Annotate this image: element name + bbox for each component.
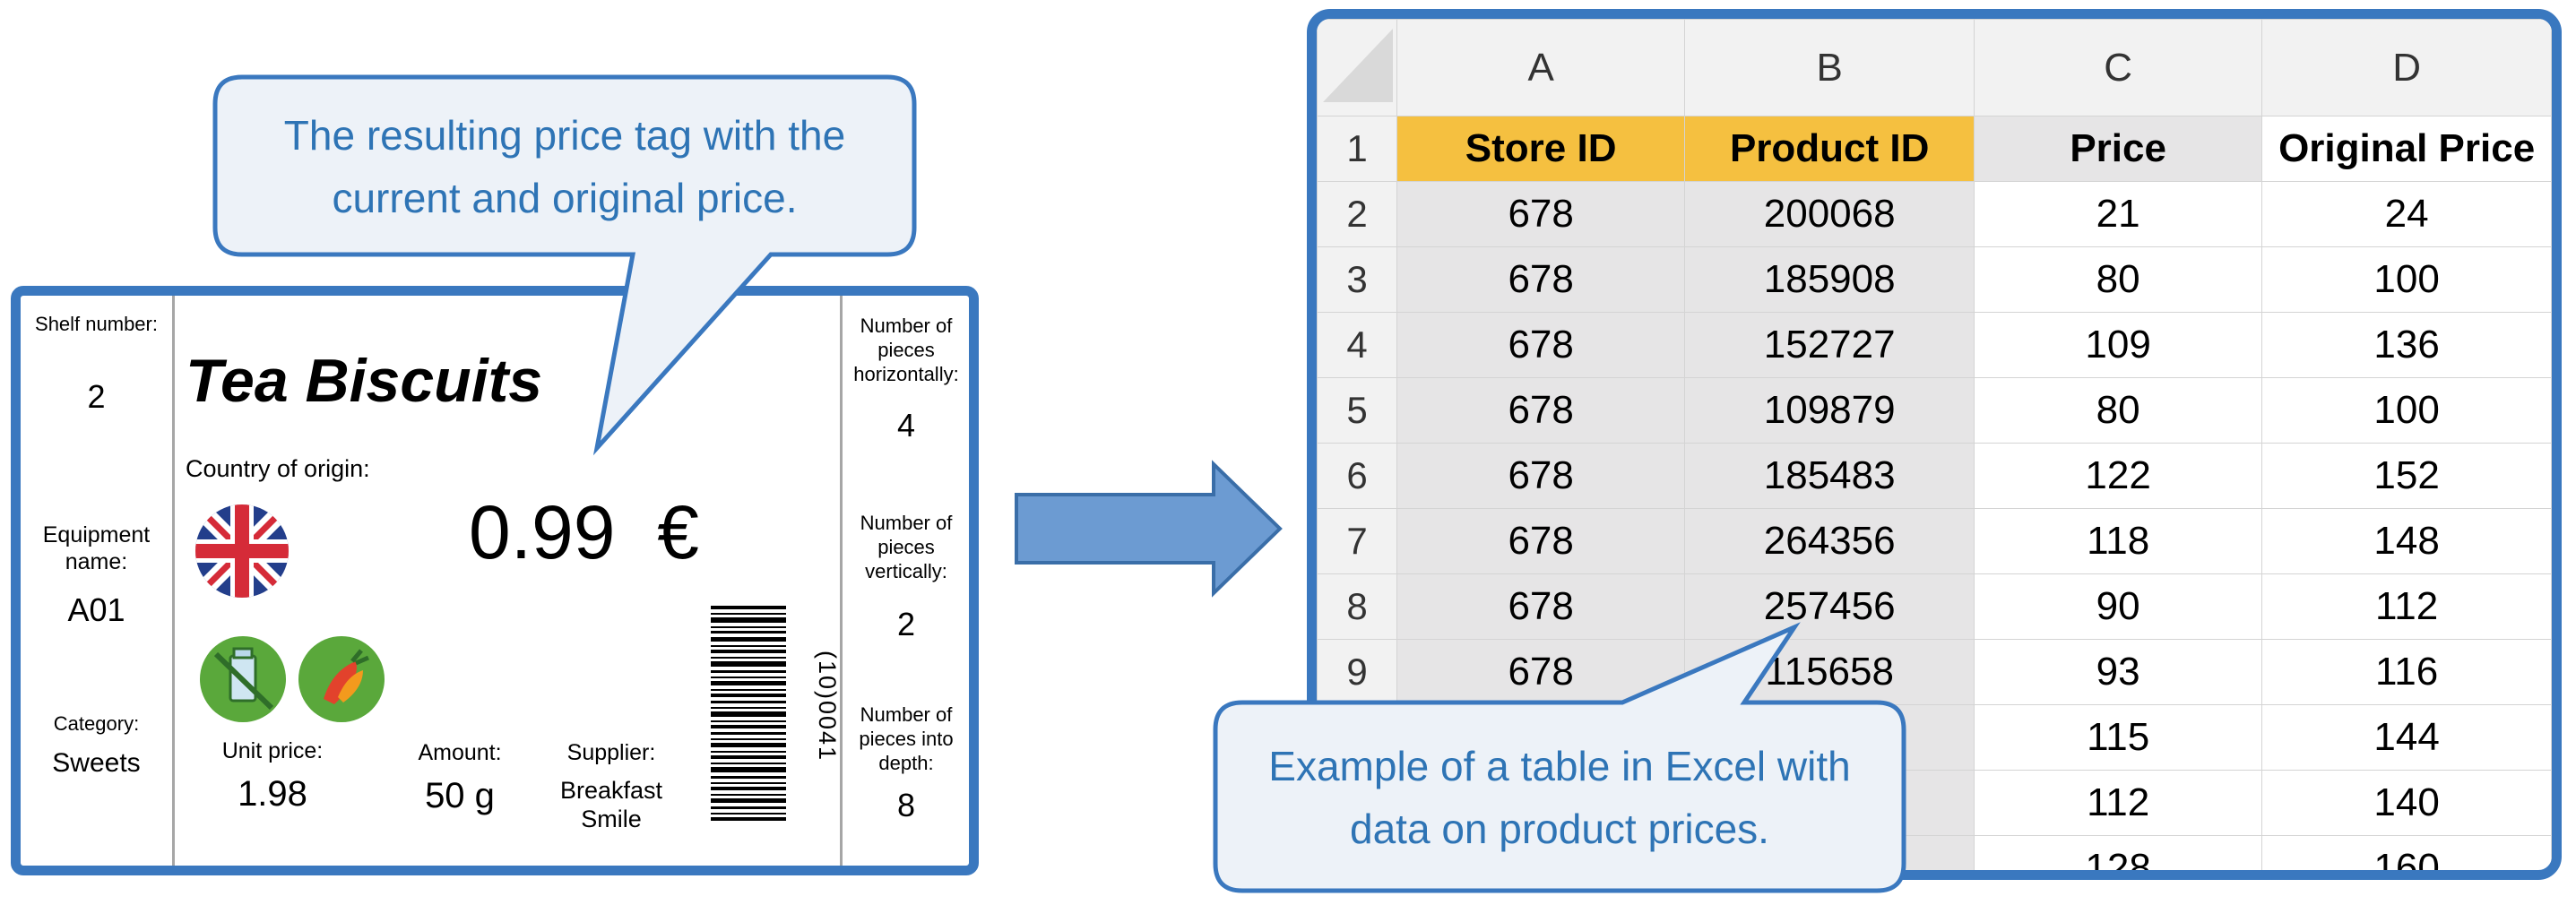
table-cell[interactable]: 185908 <box>1684 246 1975 313</box>
h-pieces-value: 4 <box>896 407 916 444</box>
row-header[interactable]: 1 <box>1317 116 1397 182</box>
table-cell[interactable]: 257456 <box>1684 573 1975 640</box>
row-header[interactable]: 8 <box>1317 573 1397 640</box>
category-value: Sweets <box>52 748 141 778</box>
v-pieces-label: Number of pieces vertically: <box>860 512 953 582</box>
table-cell[interactable]: 678 <box>1396 443 1686 509</box>
table-cell[interactable]: 678 <box>1396 246 1686 313</box>
header-cell[interactable]: Product ID <box>1684 116 1975 182</box>
column-header-a[interactable]: A <box>1396 19 1686 116</box>
table-cell[interactable]: 112 <box>1974 770 2263 836</box>
equipment-label: Equipment name: <box>42 522 151 574</box>
table-cell[interactable]: 144 <box>2261 704 2552 771</box>
equipment-value: A01 <box>67 591 125 628</box>
tag-callout-text: The resulting price tag with the current… <box>283 112 846 221</box>
amount-label: Amount: <box>418 740 502 765</box>
table-cell[interactable]: 678 <box>1396 181 1686 247</box>
tag-divider-left <box>172 296 175 866</box>
table-cell[interactable]: 678 <box>1396 377 1686 444</box>
row-header[interactable]: 9 <box>1317 639 1397 705</box>
column-header-c[interactable]: C <box>1974 19 2263 116</box>
table-cell[interactable]: 109879 <box>1684 377 1975 444</box>
table-cell[interactable]: 678 <box>1396 573 1686 640</box>
table-cell[interactable]: 140 <box>2261 770 2552 836</box>
h-pieces-label: Number of pieces horizontally: <box>853 315 959 385</box>
tag-divider-right <box>840 296 843 866</box>
table-cell[interactable]: 24 <box>2261 181 2552 247</box>
row-header[interactable]: 7 <box>1317 508 1397 574</box>
table-callout-bubble <box>1213 622 1906 893</box>
header-cell[interactable]: Original Price <box>2261 116 2552 182</box>
price-table: A B C D 1 Store ID Product ID Price Orig… <box>1317 19 2552 870</box>
price-currency: € <box>657 490 699 574</box>
table-cell[interactable]: 136 <box>2261 312 2552 378</box>
price-value: 0.99 € <box>469 487 699 577</box>
table-cell[interactable]: 93 <box>1974 639 2263 705</box>
table-cell[interactable]: 118 <box>1974 508 2263 574</box>
price-amount: 0.99 <box>469 490 616 574</box>
v-pieces-value: 2 <box>896 606 916 642</box>
row-header[interactable]: 4 <box>1317 312 1397 378</box>
d-pieces-value: 8 <box>896 787 916 823</box>
right-arrow-icon <box>1015 460 1283 598</box>
vegan-icon <box>200 636 286 722</box>
table-cell[interactable]: 112 <box>2261 573 2552 640</box>
select-all-corner[interactable] <box>1317 19 1397 116</box>
table-cell[interactable]: 264356 <box>1684 508 1975 574</box>
row-header[interactable]: 6 <box>1317 443 1397 509</box>
table-cell[interactable]: 115 <box>1974 704 2263 771</box>
header-cell[interactable]: Price <box>1974 116 2263 182</box>
table-callout-text: Example of a table in Excel with data on… <box>1268 743 1851 852</box>
tag-callout-bubble <box>212 74 917 456</box>
row-header[interactable]: 2 <box>1317 181 1397 247</box>
table-cell[interactable]: 678 <box>1396 508 1686 574</box>
column-header-b[interactable]: B <box>1684 19 1975 116</box>
origin-label: Country of origin: <box>186 455 370 482</box>
supplier-label: Supplier: <box>566 740 656 765</box>
price-tag: Shelf number: 2 Equipment name: A01 Cate… <box>11 286 979 875</box>
supplier-value: Breakfast Smile <box>559 777 663 832</box>
unit-price-label: Unit price: <box>221 738 324 763</box>
unit-price-value: 1.98 <box>238 774 307 814</box>
table-cell[interactable]: 128 <box>1974 835 2263 870</box>
table-cell[interactable]: 185483 <box>1684 443 1975 509</box>
row-header[interactable]: 3 <box>1317 246 1397 313</box>
uk-flag-icon <box>195 504 289 598</box>
table-cell[interactable]: 109 <box>1974 312 2263 378</box>
shelf-value: 2 <box>87 378 106 415</box>
product-name: Tea Biscuits <box>186 347 543 415</box>
barcode-icon <box>711 606 786 821</box>
column-header-d[interactable]: D <box>2261 19 2552 116</box>
table-cell[interactable]: 678 <box>1396 312 1686 378</box>
table-cell[interactable]: 160 <box>2261 835 2552 870</box>
table-cell[interactable]: 100 <box>2261 377 2552 444</box>
table-cell[interactable]: 116 <box>2261 639 2552 705</box>
category-label: Category: <box>53 712 140 735</box>
excel-sheet: A B C D 1 Store ID Product ID Price Orig… <box>1307 9 2562 880</box>
amount-value: 50 g <box>425 776 495 815</box>
d-pieces-label: Number of pieces into depth: <box>859 703 954 774</box>
header-cell[interactable]: Store ID <box>1396 116 1686 182</box>
table-cell[interactable]: 152727 <box>1684 312 1975 378</box>
vegetable-icon <box>298 636 385 722</box>
shelf-label: Shelf number: <box>35 313 158 335</box>
